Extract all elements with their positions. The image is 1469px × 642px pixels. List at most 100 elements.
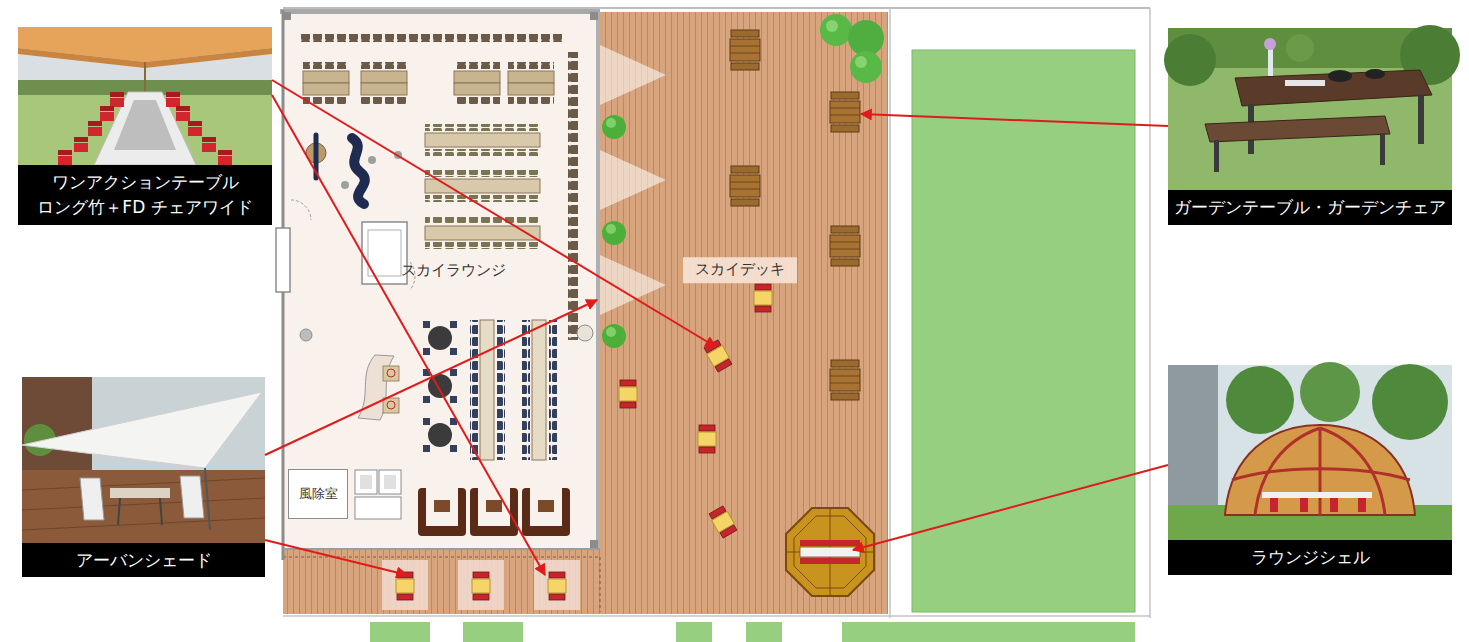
lounge-furniture [497, 320, 505, 460]
photo-garden-table [1264, 38, 1276, 50]
lounge-furniture [387, 369, 395, 377]
deck-furniture [600, 14, 884, 539]
lounge-furniture [383, 398, 399, 413]
deck-furniture [600, 150, 666, 210]
deck-furniture [606, 224, 616, 234]
photo-garden-table [1164, 34, 1216, 86]
lounge-furniture [352, 138, 365, 204]
lounge-furniture [341, 181, 349, 189]
photo-garden-table [1164, 25, 1460, 190]
lounge-furniture [470, 320, 478, 460]
deck-furniture [850, 51, 882, 83]
lounge-furniture [522, 320, 530, 460]
building-wall [276, 9, 600, 560]
photo-lounge-shell [1262, 492, 1372, 498]
deck-furniture [754, 284, 772, 312]
lounge-furniture [454, 62, 500, 69]
lounge-shell-plan [786, 508, 874, 596]
callout-box: ラウンジシェル [1168, 365, 1452, 575]
lounge-furniture [454, 83, 500, 95]
photo-urban-shade [80, 478, 104, 520]
photo-one-action-table [114, 100, 176, 150]
site-outline [1149, 8, 1151, 618]
urban-shade-plan [458, 560, 504, 610]
wood-deck [600, 557, 601, 612]
lounge-furniture [425, 124, 540, 131]
deck-furniture [698, 425, 716, 453]
photo-garden-table [1235, 70, 1432, 106]
photo-one-action-table [166, 92, 180, 107]
lounge-furniture [508, 97, 554, 104]
photo-lounge-shell [1270, 498, 1278, 512]
lounge-furniture [454, 71, 500, 83]
lounge-furniture [361, 97, 407, 104]
photo-lounge-shell [1232, 469, 1410, 480]
lounge-furniture [360, 475, 372, 489]
photo-garden-table [1286, 34, 1314, 62]
lounge-furniture [426, 488, 458, 526]
lounge-furniture [355, 470, 377, 494]
lounge-furniture [383, 366, 399, 381]
lounge-furniture [303, 83, 349, 95]
lounge-furniture [425, 195, 540, 202]
lounge-furniture [508, 71, 554, 83]
deck-furniture [600, 45, 666, 105]
lounge-area: スカイラウンジ風除室 [283, 12, 600, 550]
site-outline [283, 8, 1150, 618]
deck-area: スカイデッキ [600, 12, 888, 614]
photo-lounge-shell [1226, 366, 1294, 434]
callout-box: ワンアクションテーブル ロング竹＋FD チェアワイド [18, 27, 272, 225]
photo-lounge-shell [1300, 498, 1308, 512]
photo-urban-shade [22, 392, 262, 468]
photo-urban-shade [22, 377, 265, 543]
leader-arrow [861, 114, 1168, 126]
deck-furniture [606, 327, 616, 337]
area-label: スカイデッキ [683, 257, 797, 283]
deck-furniture [848, 20, 884, 56]
lounge-furniture [368, 156, 376, 164]
building-wall [590, 540, 598, 548]
lounge-furniture [291, 34, 593, 536]
deck-furniture [606, 118, 616, 128]
building-wall [596, 12, 600, 550]
lounge-floor [283, 12, 600, 550]
lawn [676, 622, 712, 642]
building-wall [276, 228, 290, 292]
photo-urban-shade [205, 468, 210, 530]
lounge-furniture [480, 320, 494, 460]
lounge-furniture [355, 497, 401, 519]
lounge-furniture [387, 401, 395, 409]
callout-label: ワンアクションテーブル ロング竹＋FD チェアワイド [18, 165, 272, 225]
lounge-furniture [418, 488, 466, 536]
leader-arrow [272, 95, 545, 575]
building-wall [283, 548, 600, 550]
lawn [463, 622, 523, 642]
photo-one-action-table [176, 106, 190, 121]
lounge-shell-plan [786, 508, 874, 596]
photo-garden-table [1268, 48, 1273, 76]
lounge-furniture [384, 475, 396, 489]
lounge-shell-plan [800, 558, 860, 564]
photo-garden-table [1205, 116, 1390, 142]
photo-urban-shade [22, 498, 265, 510]
photo-lounge-shell [1372, 364, 1448, 440]
lawn [370, 622, 430, 642]
lounge-furniture [303, 62, 349, 69]
photo-urban-shade [22, 518, 265, 530]
photo-one-action-table [218, 150, 232, 165]
callout-label: アーバンシェード [22, 543, 265, 577]
photo-one-action-table [188, 121, 202, 136]
photo-garden-table [1418, 94, 1424, 144]
lounge-furniture [425, 226, 540, 240]
wood-deck [283, 12, 888, 614]
lounge-furniture [423, 418, 457, 452]
lounge-shell-plan [800, 540, 860, 546]
photo-urban-shade [180, 476, 204, 518]
lounge-furniture [298, 34, 562, 42]
lounge-furniture [470, 488, 518, 536]
callout-box: アーバンシェード [22, 377, 265, 577]
photo-garden-table [1328, 70, 1352, 82]
lounge-furniture [425, 133, 540, 147]
deck-furniture [730, 166, 760, 206]
